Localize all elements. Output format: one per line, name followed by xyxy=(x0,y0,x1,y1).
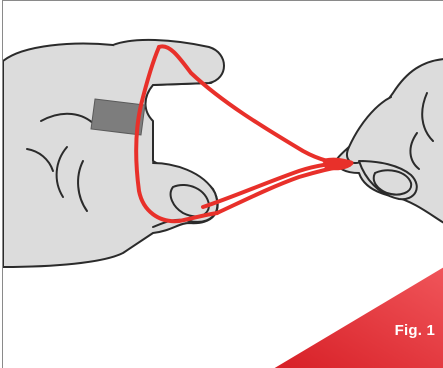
right-hand xyxy=(335,58,443,224)
left-hand-crease-2 xyxy=(77,160,88,212)
right-hand-thumbnail xyxy=(372,169,413,196)
finger-bandage xyxy=(90,98,146,136)
left-hand-crease-3 xyxy=(26,148,54,172)
hand-illustration xyxy=(3,38,443,368)
right-hand-crease-2 xyxy=(409,132,420,170)
left-hand xyxy=(3,38,225,268)
band-inner-strand xyxy=(201,161,351,209)
band-knot xyxy=(322,157,354,171)
fig-corner-banner xyxy=(274,267,443,368)
fig-corner-shape xyxy=(274,267,443,368)
left-hand-index-finger xyxy=(112,38,225,86)
red-elastic-band xyxy=(134,44,354,224)
left-hand-crease-1 xyxy=(55,146,68,198)
band-loop-left xyxy=(134,45,219,224)
right-hand-crease-1 xyxy=(421,92,434,142)
band-bottom-strand xyxy=(215,163,351,215)
figure-label: Fig. 1 xyxy=(394,322,435,339)
